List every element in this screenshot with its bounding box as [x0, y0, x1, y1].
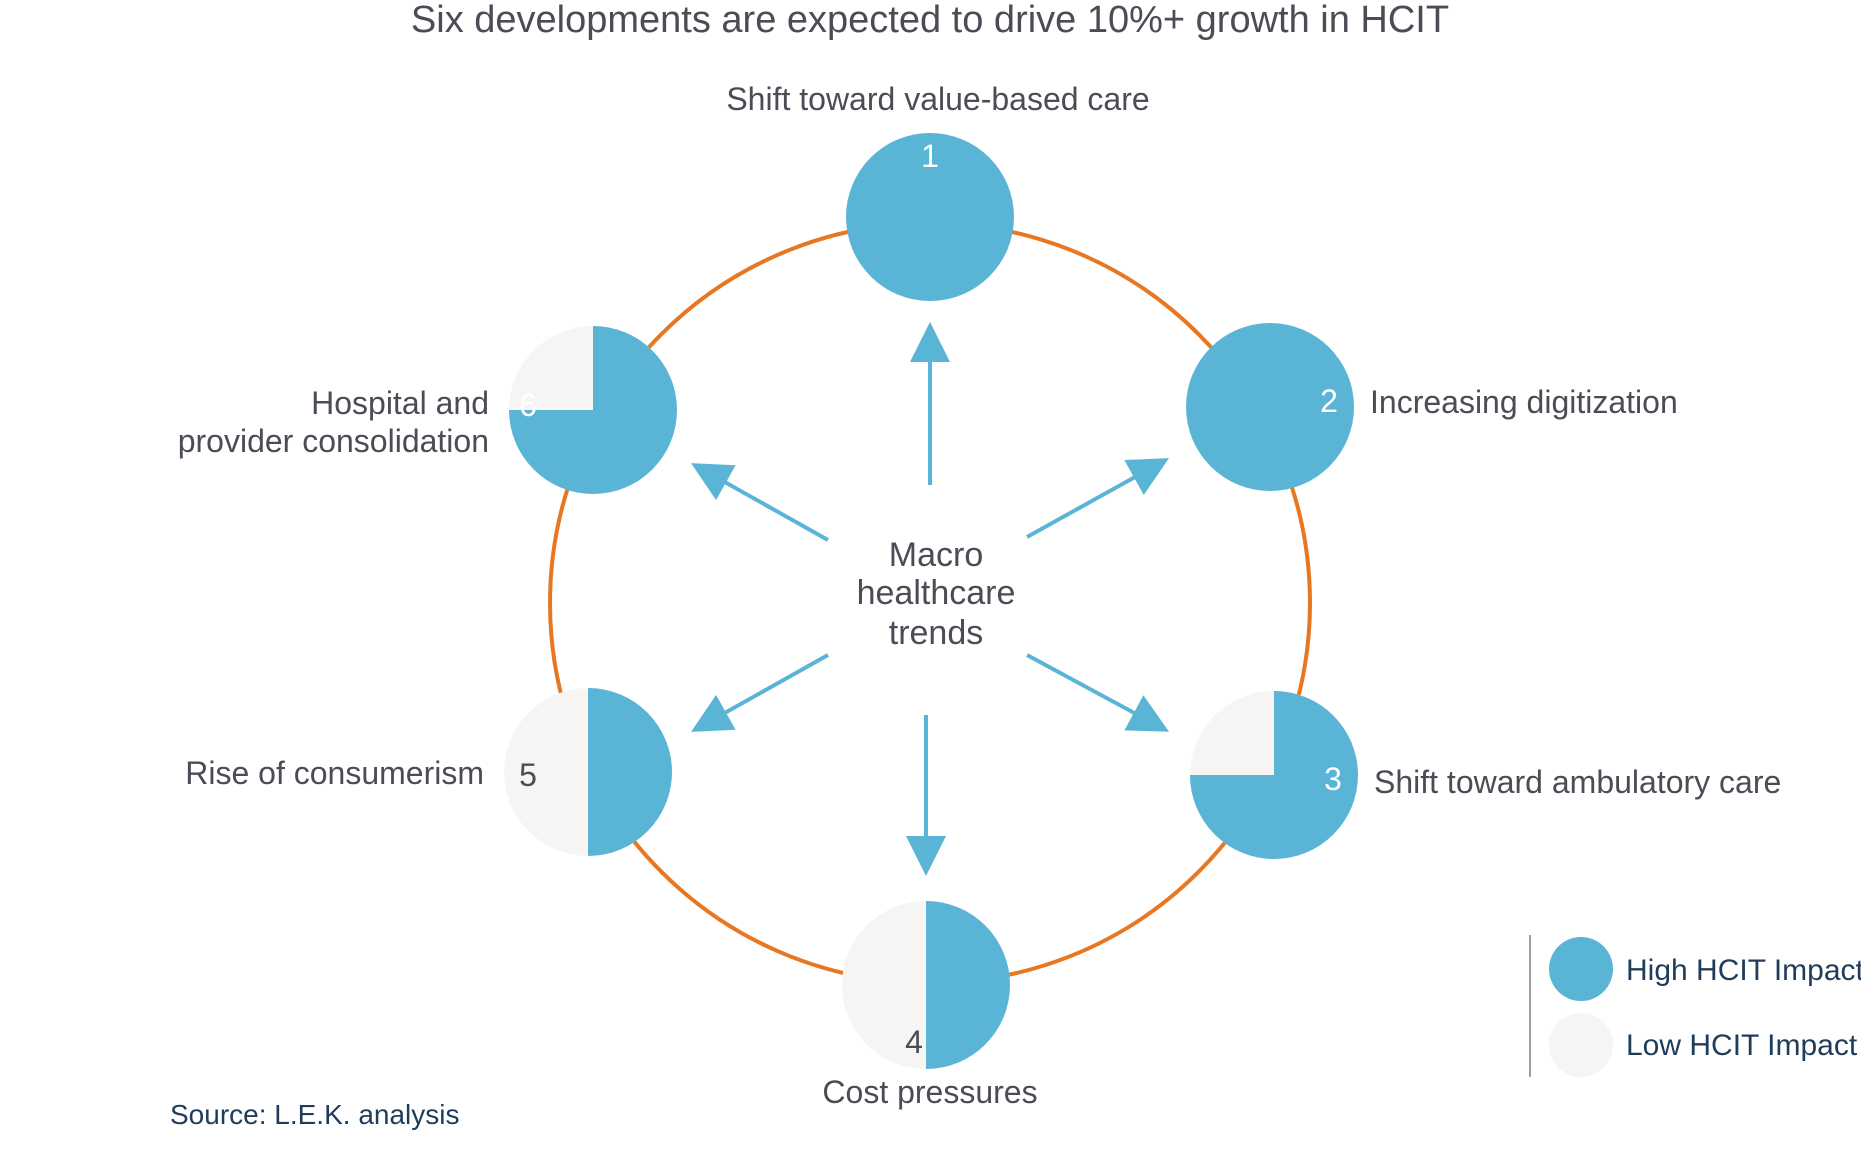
- node-label-4-line-1: Cost pressures: [822, 1074, 1037, 1110]
- arrow-to-node-2: [1026, 458, 1169, 539]
- high-impact-wedge-4: [926, 901, 1010, 1069]
- development-node-3: 3 Shift toward ambulatory care: [1190, 691, 1781, 859]
- legend-low-swatch: [1549, 1013, 1613, 1077]
- node-label-2-line-1: Increasing digitization: [1370, 384, 1678, 420]
- node-number-1: 1: [921, 138, 939, 174]
- development-nodes: 1 Shift toward value-based care 2 Increasin…: [178, 81, 1782, 1110]
- legend: High HCIT Impact Low HCIT Impact: [1529, 935, 1861, 1077]
- high-impact-wedge-3: [1190, 691, 1358, 859]
- impact-circle-2: [1186, 323, 1354, 491]
- development-node-5: 5 Rise of consumerism: [185, 688, 672, 856]
- node-label-5-line-1: Rise of consumerism: [185, 755, 484, 791]
- node-label-6-line-2: provider consolidation: [178, 423, 489, 459]
- node-number-5: 5: [519, 757, 537, 793]
- center-label-line-1: Macro: [889, 536, 983, 574]
- center-label-line-3: trends: [889, 614, 984, 652]
- source-note: Source: L.E.K. analysis: [170, 1099, 459, 1130]
- high-impact-wedge-6: [509, 326, 677, 494]
- node-number-6: 6: [519, 387, 537, 423]
- node-number-4: 4: [905, 1024, 923, 1060]
- arrow-to-node-6: [691, 463, 829, 542]
- center-label: Macro healthcare trends: [857, 536, 1016, 652]
- node-number-2: 2: [1320, 383, 1338, 419]
- arrow-to-node-5: [691, 653, 829, 732]
- arrows-group: [691, 322, 1170, 876]
- node-label-3-line-1: Shift toward ambulatory care: [1374, 764, 1781, 800]
- legend-low-label: Low HCIT Impact: [1626, 1029, 1858, 1062]
- legend-high-swatch: [1549, 937, 1613, 1001]
- node-label-1-line-1: Shift toward value-based care: [726, 81, 1149, 117]
- diagram-title: Six developments are expected to drive 1…: [411, 0, 1449, 41]
- legend-high-label: High HCIT Impact: [1626, 954, 1861, 987]
- high-impact-wedge-5: [588, 688, 672, 856]
- development-node-1: 1 Shift toward value-based care: [726, 81, 1150, 301]
- impact-circle-1: [846, 133, 1014, 301]
- center-label-line-2: healthcare: [857, 574, 1016, 612]
- node-label-6-line-1: Hospital and: [311, 385, 489, 421]
- development-node-2: 2 Increasing digitization: [1186, 323, 1678, 491]
- arrow-to-node-3: [1026, 653, 1170, 732]
- node-number-3: 3: [1324, 761, 1342, 797]
